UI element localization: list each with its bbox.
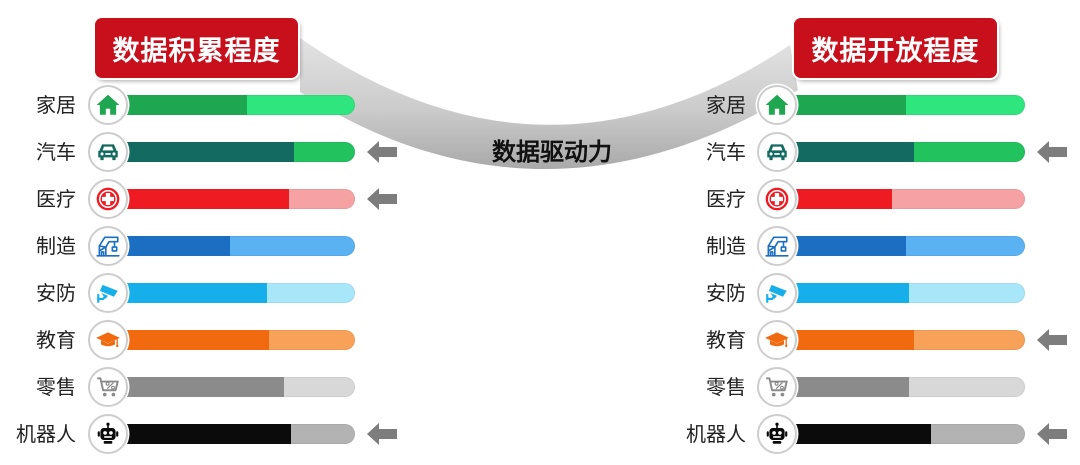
left-bar-track bbox=[110, 424, 355, 444]
left-bar-fill bbox=[110, 330, 270, 350]
right-icon-badge bbox=[757, 179, 797, 219]
left-bar-track bbox=[110, 189, 355, 209]
right-bar-track bbox=[778, 330, 1025, 350]
right-bar-track bbox=[778, 95, 1025, 115]
right-bar-fill bbox=[778, 330, 914, 350]
left-icon-badge bbox=[88, 320, 128, 360]
left-category-label: 零售 bbox=[36, 375, 76, 399]
arrow-left-icon bbox=[1037, 329, 1067, 351]
left-icon-badge bbox=[88, 367, 128, 407]
graduation-cap-icon bbox=[764, 327, 790, 353]
left-bar-track bbox=[110, 377, 355, 397]
left-bar-fill bbox=[110, 283, 267, 303]
security-camera-icon bbox=[95, 280, 121, 306]
right-bar-track bbox=[778, 236, 1025, 256]
car-icon bbox=[95, 139, 121, 165]
arrow-left-icon bbox=[1037, 141, 1067, 163]
right-bar-track bbox=[778, 377, 1025, 397]
left-bar-track bbox=[110, 95, 355, 115]
right-bar-fill bbox=[778, 283, 909, 303]
left-icon-badge bbox=[88, 414, 128, 454]
right-bar-track bbox=[778, 424, 1025, 444]
right-bar-track bbox=[778, 142, 1025, 162]
right-icon-badge bbox=[757, 85, 797, 125]
house-icon bbox=[764, 92, 790, 118]
robot-icon bbox=[95, 421, 121, 447]
left-icon-badge bbox=[88, 85, 128, 125]
medical-cross-icon bbox=[764, 186, 790, 212]
left-bar-track bbox=[110, 283, 355, 303]
accumulation-title: 数据积累程度 bbox=[95, 18, 298, 78]
left-bar-track bbox=[110, 142, 355, 162]
right-bar-track bbox=[778, 283, 1025, 303]
left-bar-fill bbox=[110, 377, 284, 397]
right-category-label: 零售 bbox=[706, 375, 746, 399]
left-bar-fill bbox=[110, 236, 231, 256]
right-bar-fill bbox=[778, 236, 907, 256]
left-bar-fill bbox=[110, 189, 289, 209]
right-bar-fill bbox=[778, 95, 907, 115]
data-drive-label: 数据驱动力 bbox=[492, 138, 612, 166]
right-category-label: 制造 bbox=[706, 234, 746, 258]
right-category-label: 教育 bbox=[706, 328, 746, 352]
crane-icon bbox=[95, 233, 121, 259]
right-icon-badge bbox=[757, 226, 797, 266]
arrow-left-icon bbox=[1037, 423, 1067, 445]
left-bar-fill bbox=[110, 424, 292, 444]
right-bar-fill bbox=[778, 377, 909, 397]
right-icon-badge bbox=[757, 367, 797, 407]
right-bar-fill bbox=[778, 142, 914, 162]
shopping-cart-icon bbox=[764, 374, 790, 400]
left-bar-track bbox=[110, 330, 355, 350]
right-category-label: 安防 bbox=[706, 281, 746, 305]
right-category-label: 家居 bbox=[706, 93, 746, 117]
security-camera-icon bbox=[764, 280, 790, 306]
left-bar-fill bbox=[110, 142, 294, 162]
right-category-label: 机器人 bbox=[686, 422, 746, 446]
right-icon-badge bbox=[757, 132, 797, 172]
left-icon-badge bbox=[88, 179, 128, 219]
right-bar-track bbox=[778, 189, 1025, 209]
right-bar-fill bbox=[778, 189, 892, 209]
left-category-label: 教育 bbox=[36, 328, 76, 352]
left-category-label: 机器人 bbox=[16, 422, 76, 446]
car-icon bbox=[764, 139, 790, 165]
house-icon bbox=[95, 92, 121, 118]
left-category-label: 家居 bbox=[36, 93, 76, 117]
right-bar-fill bbox=[778, 424, 932, 444]
left-icon-badge bbox=[88, 132, 128, 172]
right-category-label: 医疗 bbox=[706, 187, 746, 211]
left-category-label: 制造 bbox=[36, 234, 76, 258]
arrow-left-icon bbox=[367, 141, 397, 163]
left-category-label: 医疗 bbox=[36, 187, 76, 211]
crane-icon bbox=[764, 233, 790, 259]
right-category-label: 汽车 bbox=[706, 140, 746, 164]
shopping-cart-icon bbox=[95, 374, 121, 400]
left-icon-badge bbox=[88, 226, 128, 266]
left-category-label: 汽车 bbox=[36, 140, 76, 164]
arrow-left-icon bbox=[367, 188, 397, 210]
left-bar-track bbox=[110, 236, 355, 256]
arrow-left-icon bbox=[367, 423, 397, 445]
graduation-cap-icon bbox=[95, 327, 121, 353]
openness-title: 数据开放程度 bbox=[794, 18, 997, 78]
left-category-label: 安防 bbox=[36, 281, 76, 305]
right-icon-badge bbox=[757, 414, 797, 454]
medical-cross-icon bbox=[95, 186, 121, 212]
left-icon-badge bbox=[88, 273, 128, 313]
robot-icon bbox=[764, 421, 790, 447]
right-icon-badge bbox=[757, 273, 797, 313]
right-icon-badge bbox=[757, 320, 797, 360]
left-bar-fill bbox=[110, 95, 248, 115]
